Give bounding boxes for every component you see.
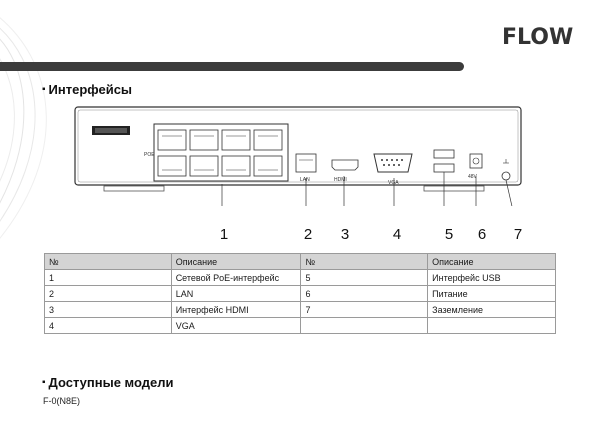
- table-header-cell: Описание: [427, 253, 556, 270]
- brand-logo: FLOW: [502, 25, 574, 50]
- vga-label: VGA: [388, 180, 399, 186]
- table-header-cell: Описание: [170, 253, 302, 270]
- callout-2: 2: [303, 226, 313, 243]
- bullet-icon: ▪: [42, 84, 46, 95]
- table-cell: Интерфейс USB: [427, 269, 556, 286]
- callout-7: 7: [513, 226, 523, 243]
- table-cell: Сетевой PoE-интерфейс: [170, 269, 302, 286]
- table-cell: 6: [300, 285, 429, 302]
- table-row: 4 VGA: [44, 317, 556, 334]
- table-cell: [427, 317, 556, 334]
- models-title: Доступные модели: [48, 375, 174, 390]
- table-cell: 3: [44, 301, 172, 318]
- table-cell: VGA: [170, 317, 302, 334]
- table-row: 1 Сетевой PoE-интерфейс 5 Интерфейс USB: [44, 269, 556, 286]
- interfaces-table: № Описание № Описание 1 Сетевой PoE-инте…: [44, 253, 556, 334]
- model-item: F-0(N8E): [43, 396, 81, 406]
- table-cell: 5: [300, 269, 429, 286]
- table-cell: LAN: [170, 285, 302, 302]
- lan-label: LAN: [300, 177, 310, 183]
- table-header-cell: №: [44, 253, 172, 270]
- table-header-cell: №: [300, 253, 429, 270]
- poe-label: POE: [144, 152, 155, 158]
- callout-3: 3: [340, 226, 350, 243]
- table-cell: 4: [44, 317, 172, 334]
- table-cell: Питание: [427, 285, 556, 302]
- table-row: 2 LAN 6 Питание: [44, 285, 556, 302]
- bullet-icon: ▪: [42, 377, 46, 388]
- header-banner: [0, 62, 464, 71]
- callout-4: 4: [392, 226, 402, 243]
- table-cell: Интерфейс HDMI: [170, 301, 302, 318]
- callout-1: 1: [219, 226, 229, 243]
- table-cell: 2: [44, 285, 172, 302]
- callout-6: 6: [477, 226, 487, 243]
- table-cell: 7: [300, 301, 429, 318]
- interfaces-title: Интерфейсы: [48, 82, 133, 97]
- table-header-row: № Описание № Описание: [44, 253, 556, 270]
- power-label: 48V: [468, 174, 478, 180]
- table-cell: [300, 317, 429, 334]
- hdmi-label: HDMI: [334, 177, 347, 183]
- table-cell: 1: [44, 269, 172, 286]
- table-row: 3 Интерфейс HDMI 7 Заземление: [44, 301, 556, 318]
- models-heading: ▪Доступные модели: [42, 375, 173, 390]
- interfaces-heading: ▪Интерфейсы: [42, 82, 132, 97]
- background-swirl-decoration: [0, 17, 47, 239]
- device-rear-panel: POE LAN HDMI VGA 48V: [74, 106, 522, 206]
- callout-5: 5: [444, 226, 454, 243]
- table-cell: Заземление: [427, 301, 556, 318]
